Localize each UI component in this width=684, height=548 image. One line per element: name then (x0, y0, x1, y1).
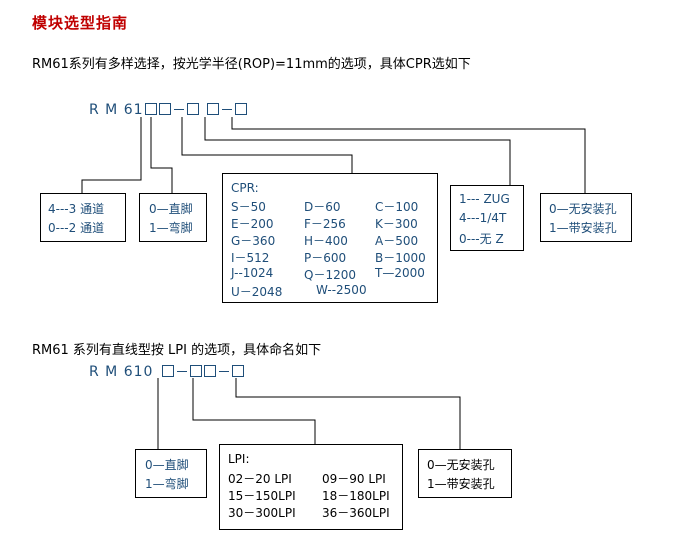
cpr-option: D－60 (304, 200, 341, 214)
z-option: 1--- ZUG (459, 192, 510, 206)
cpr-box: CPR: S－50 D－60 C－100 E－200 F－256 K－300 G… (222, 173, 438, 303)
model-prefix: R M 61 (89, 102, 144, 118)
cpr-option: H－400 (304, 234, 348, 248)
cpr-label: CPR: (231, 181, 259, 195)
code-slot-cpr (186, 103, 199, 115)
mount-option: 0—无安装孔 (549, 202, 617, 216)
z-option: 0---无 Z (459, 232, 504, 246)
cpr-option: G－360 (231, 234, 276, 248)
z-pulse-box: 1--- ZUG 4---1/4T 0---无 Z (450, 185, 524, 251)
code-slot-z (206, 103, 219, 115)
mount-hole-box-linear: 0—无安装孔 1—带安装孔 (418, 449, 512, 498)
section2-intro: RM61 系列有直线型按 LPI 的选项，具体命名如下 (32, 343, 322, 358)
mount-option: 0—无安装孔 (427, 458, 495, 472)
cpr-option: A－500 (375, 234, 419, 248)
lpi-option: 02－20 LPI (228, 472, 292, 486)
cpr-option: W--2500 (316, 283, 367, 297)
pins-box-linear: 0—直脚 1—弯脚 (135, 449, 207, 498)
lpi-option: 30－300LPI (228, 506, 296, 520)
cpr-option: T—2000 (375, 266, 425, 280)
cpr-option: E－200 (231, 217, 274, 231)
cpr-option: P－600 (304, 251, 347, 265)
code-dash (219, 370, 230, 372)
lpi-option: 36－360LPI (322, 506, 390, 520)
pins-option: 0—直脚 (149, 202, 193, 216)
code-slot-channels (144, 103, 157, 115)
cpr-option: K－300 (375, 217, 418, 231)
cpr-option: C－100 (375, 200, 419, 214)
code-dash (221, 108, 232, 110)
cpr-option: B－1000 (375, 251, 426, 265)
z-option: 4---1/4T (459, 211, 507, 225)
cpr-option: Q－1200 (304, 268, 356, 282)
lpi-box: LPI: 02－20 LPI 09－90 LPI 15－150LPI 18－18… (219, 444, 403, 530)
cpr-option: F－256 (304, 217, 346, 231)
pins-box: 0—直脚 1—弯脚 (139, 193, 207, 242)
pins-option: 0—直脚 (145, 458, 189, 472)
pins-option: 1—弯脚 (145, 477, 189, 491)
cpr-option: I－512 (231, 251, 270, 265)
cpr-option: S－50 (231, 200, 266, 214)
code-slot-pins (162, 365, 175, 377)
cpr-option: J--1024 (231, 266, 274, 280)
mount-option: 1—带安装孔 (549, 221, 617, 235)
pins-option: 1—弯脚 (149, 221, 193, 235)
code-slot-lpi (204, 365, 217, 377)
section2-model-code: R M 610 (89, 364, 245, 380)
page-title: 模块选型指南 (32, 14, 129, 32)
lpi-label: LPI: (228, 452, 250, 466)
channels-box: 4---3 通道 0---2 通道 (40, 193, 126, 242)
code-slot-mount (232, 365, 245, 377)
code-slot-lpi (190, 365, 203, 377)
cpr-option: U－2048 (231, 285, 283, 299)
section1-intro: RM61系列有多样选择，按光学半径(ROP)=11mm的选项，具体CPR选如下 (32, 57, 471, 72)
code-slot-mount (234, 103, 247, 115)
lpi-option: 15－150LPI (228, 489, 296, 503)
code-dash (177, 370, 188, 372)
code-slot-pins (158, 103, 171, 115)
section1-model-code: R M 61 (89, 102, 248, 118)
channels-option: 4---3 通道 (48, 202, 105, 216)
code-dash (173, 108, 184, 110)
lpi-option: 09－90 LPI (322, 472, 386, 486)
model-prefix: R M 610 (89, 364, 154, 380)
mount-option: 1—带安装孔 (427, 477, 495, 491)
mount-hole-box: 0—无安装孔 1—带安装孔 (540, 193, 632, 242)
channels-option: 0---2 通道 (48, 221, 105, 235)
lpi-option: 18－180LPI (322, 489, 390, 503)
